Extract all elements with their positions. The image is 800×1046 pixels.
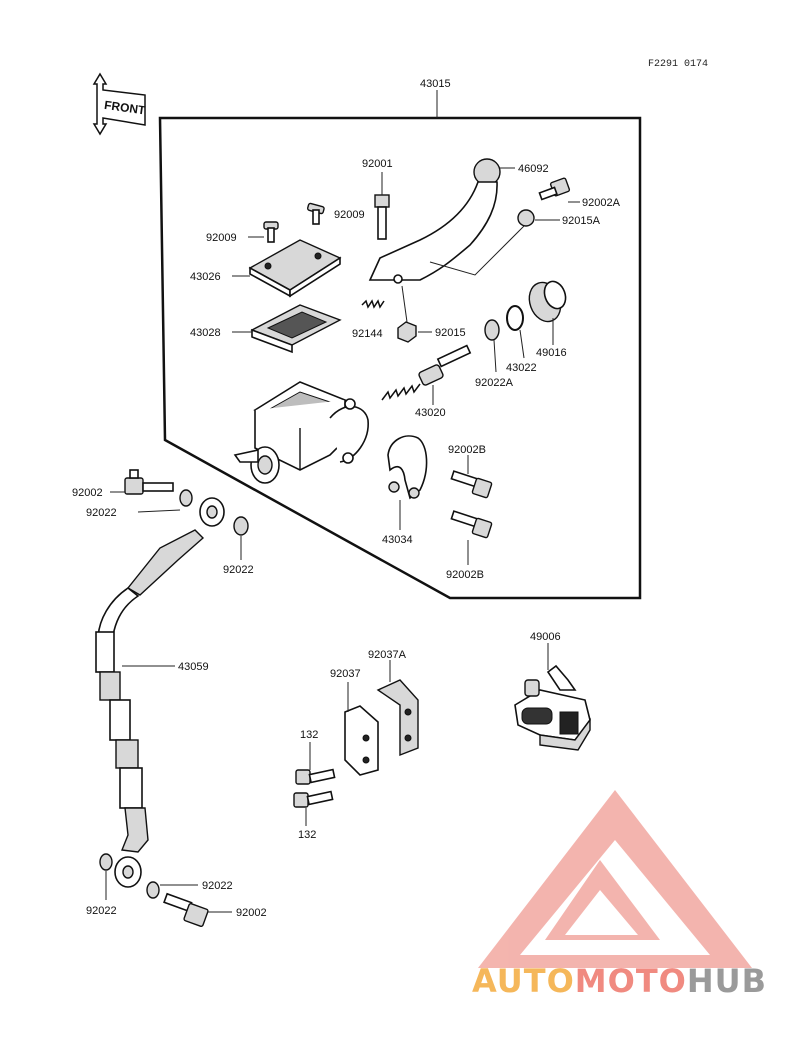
brake-hose (95, 497, 225, 888)
label-43015: 43015 (420, 78, 451, 90)
label-92015a: 92015A (562, 215, 601, 227)
label-49016: 49016 (536, 347, 567, 359)
watermark-part-2: MOTO (574, 962, 687, 1000)
watermark-text: AUTOMOTOHUB (472, 962, 767, 1000)
brake-lever (368, 158, 501, 284)
clamp-bolt-lower (450, 510, 493, 539)
label-92002a: 92002A (582, 197, 621, 209)
banjo-bolt-bottom (163, 892, 209, 928)
label-92002b-lower: 92002B (446, 569, 484, 581)
label-46092: 46092 (518, 163, 549, 175)
assembly-boundary (158, 116, 642, 600)
circlip (506, 305, 524, 331)
screw-92002a (538, 177, 571, 201)
front-arrow: FRONT (92, 72, 147, 136)
brake-switch-49006 (514, 664, 591, 751)
washer-bottom-left (99, 853, 113, 871)
banjo-bolt-top (124, 469, 174, 495)
master-cylinder-body (233, 381, 369, 484)
reservoir-cap (248, 239, 342, 298)
label-92037: 92037 (330, 668, 361, 680)
watermark-part-3: HUB (686, 962, 768, 1000)
label-92001: 92001 (362, 158, 393, 170)
label-92015: 92015 (435, 327, 466, 339)
label-92002-bottom: 92002 (236, 907, 267, 919)
nut-92015a (517, 209, 535, 227)
watermark-logo (478, 790, 752, 968)
bracket-92037 (344, 705, 379, 776)
pivot-bolt (374, 194, 390, 240)
label-92009-b: 92009 (206, 232, 237, 244)
spring-92144 (361, 299, 385, 309)
piston-assembly (381, 344, 472, 401)
screw-92009-a (306, 202, 325, 225)
label-43034: 43034 (382, 534, 413, 546)
label-92037a: 92037A (368, 649, 407, 661)
bolt-132-upper (295, 768, 336, 785)
label-49006: 49006 (530, 631, 561, 643)
label-92022-mid: 92022 (223, 564, 254, 576)
handlebar-clamp (387, 435, 428, 500)
label-43022: 43022 (506, 362, 537, 374)
label-92022-bottom-right: 92022 (202, 880, 233, 892)
nut-92015 (397, 321, 417, 343)
label-92009-a: 92009 (334, 209, 365, 221)
label-92002-top: 92002 (72, 487, 103, 499)
label-92144: 92144 (352, 328, 383, 340)
label-92022a: 92022A (475, 377, 514, 389)
screw-92009-b (263, 221, 279, 243)
washer-bottom-right (146, 881, 160, 899)
washer-top-1 (179, 489, 193, 507)
label-92002b-upper: 92002B (448, 444, 486, 456)
washer-top-2 (233, 516, 249, 536)
bracket-92037a (376, 679, 419, 757)
label-92022-top: 92022 (86, 507, 117, 519)
label-132-upper: 132 (300, 729, 318, 741)
label-43026: 43026 (190, 271, 221, 283)
watermark-part-1: AUTO (472, 962, 575, 1000)
clamp-bolt-upper (450, 470, 493, 499)
dust-boot (528, 280, 567, 323)
washer-92022a (484, 319, 500, 341)
diaphragm (250, 304, 342, 354)
bolt-132-lower (293, 790, 334, 808)
reference-code: F2291 0174 (648, 59, 708, 70)
label-43020: 43020 (415, 407, 446, 419)
front-label: FRONT (103, 98, 147, 118)
label-132-lower: 132 (298, 829, 316, 841)
label-43028: 43028 (190, 327, 221, 339)
label-92022-bottom-left: 92022 (86, 905, 117, 917)
label-43059: 43059 (178, 661, 209, 673)
